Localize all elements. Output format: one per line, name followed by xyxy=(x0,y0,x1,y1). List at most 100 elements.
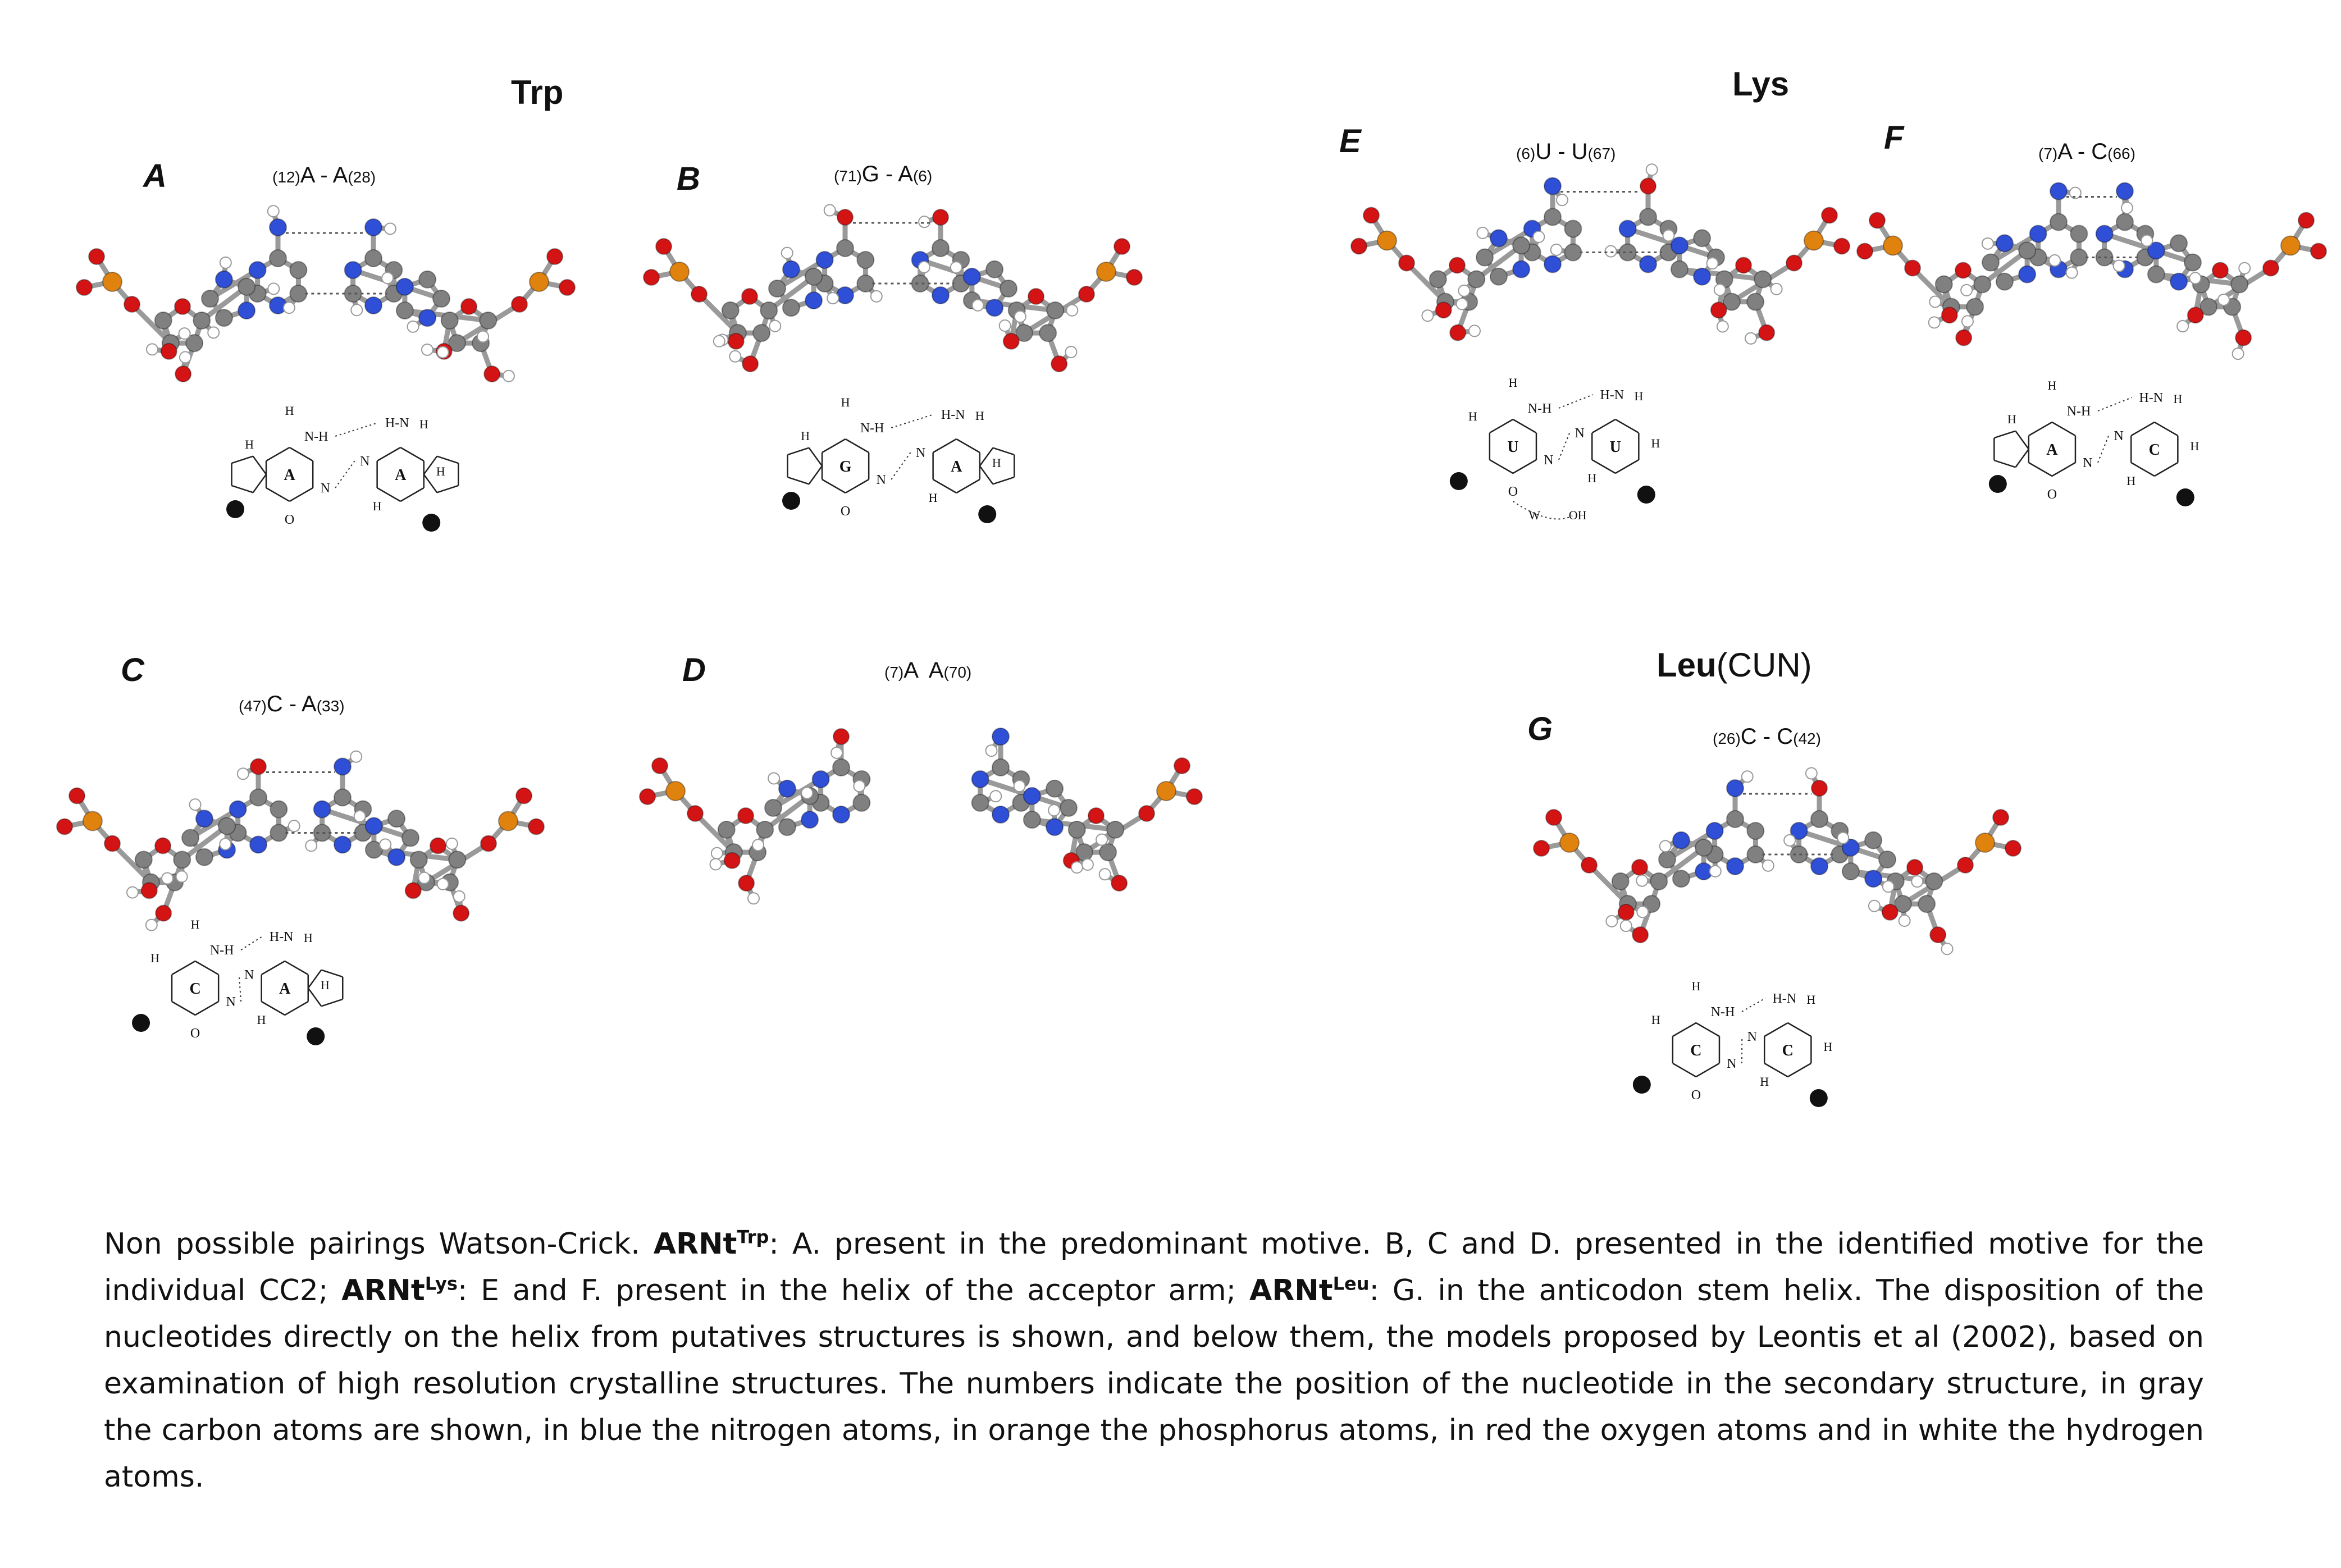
atom-c xyxy=(752,324,771,342)
atom-c xyxy=(836,239,854,257)
ring-bond xyxy=(231,484,253,493)
atom-h xyxy=(1458,284,1471,297)
atom-label: H xyxy=(1806,993,1815,1007)
atom-c xyxy=(1476,248,1494,267)
ring-bond xyxy=(1489,418,1514,434)
atom-o xyxy=(741,288,758,305)
bond xyxy=(770,776,824,811)
atom-h xyxy=(1960,284,1973,296)
atom-c xyxy=(2230,275,2249,294)
atom-label: H-N xyxy=(1772,991,1796,1006)
ring-bond xyxy=(377,487,401,502)
atom-c xyxy=(249,788,267,807)
atom-c xyxy=(1995,272,2014,291)
atom-label: H xyxy=(1691,979,1700,993)
atom-c xyxy=(181,829,199,847)
atom-o xyxy=(2262,259,2279,277)
caption-part-2: : A. present in the predominant motive. … xyxy=(104,1227,2205,1308)
molecule-3d-e xyxy=(1350,163,1850,345)
atom-h xyxy=(1455,298,1468,310)
pair-label-d: (7)A A(70) xyxy=(884,658,971,683)
atom-h xyxy=(713,335,725,348)
caption-arnt-lys: ARNtLys xyxy=(341,1274,458,1308)
bond xyxy=(762,793,813,833)
atom-h xyxy=(445,837,458,850)
ring-bond xyxy=(266,446,290,462)
ring-bond xyxy=(2051,461,2076,477)
atom-p xyxy=(529,272,549,292)
atom-o xyxy=(639,788,656,805)
atom-n xyxy=(313,800,331,819)
atom-h xyxy=(1713,284,1726,296)
sugar-attachment-dot xyxy=(307,1027,325,1045)
atom-n xyxy=(1489,229,1508,248)
atom-c xyxy=(215,309,233,327)
atom-h xyxy=(2232,348,2244,360)
atom-h xyxy=(161,872,174,885)
atom-o xyxy=(1051,355,1068,373)
atom-c xyxy=(911,275,929,292)
atom-h xyxy=(1014,310,1026,323)
atom-h xyxy=(236,767,249,780)
pair-label-g: (26)C - C(42) xyxy=(1713,724,1821,749)
atom-n xyxy=(985,299,1004,317)
atom-o xyxy=(1631,859,1648,876)
atom-o xyxy=(687,805,704,822)
atom-h xyxy=(870,290,883,303)
ring-bond xyxy=(307,988,322,1007)
atom-label: H xyxy=(191,917,200,931)
atom-c xyxy=(193,311,211,330)
atom-o xyxy=(460,298,477,315)
sugar-attachment-dot xyxy=(422,514,441,532)
atom-o xyxy=(1786,254,1802,272)
atom-o xyxy=(1533,840,1550,857)
panel-letter-g: G xyxy=(1527,711,1553,747)
atom-h xyxy=(752,839,765,852)
atom-c xyxy=(269,249,287,267)
atom-n xyxy=(2095,225,2114,243)
ring-bond xyxy=(822,438,846,454)
atom-h xyxy=(1716,320,1729,333)
pair-e-base2: U xyxy=(1571,139,1588,164)
pair-a-base1: A xyxy=(300,163,314,188)
atom-o xyxy=(1002,332,1020,350)
atom-c xyxy=(768,280,786,298)
ring-bond xyxy=(979,447,994,467)
atom-c xyxy=(756,820,774,839)
atom-h xyxy=(350,304,363,317)
atom-label: H xyxy=(2173,392,2182,406)
atom-o xyxy=(651,757,668,774)
atom-h xyxy=(1911,875,1924,888)
atom-o xyxy=(1856,243,1873,260)
atom-h xyxy=(1783,834,1796,847)
ring-bond xyxy=(992,447,1015,456)
atom-label: O xyxy=(285,513,294,527)
ring-bond xyxy=(1489,459,1514,474)
atom-o xyxy=(1126,269,1143,286)
atom-c xyxy=(1746,822,1765,840)
bond xyxy=(766,274,816,313)
atom-c xyxy=(2147,265,2165,284)
pair-c-base1: C xyxy=(266,692,283,716)
atom-label: H xyxy=(1760,1075,1769,1089)
atom-c xyxy=(1429,270,1447,289)
panel-letter-d: D xyxy=(682,652,706,688)
pair-label-f: (7)A - C(66) xyxy=(2038,139,2135,164)
atom-o xyxy=(124,296,140,313)
pair-g-base2: C xyxy=(1777,724,1794,749)
ring-bond xyxy=(1615,418,1639,434)
atom-h xyxy=(823,204,836,217)
atom-label: H xyxy=(419,417,428,431)
atom-o xyxy=(1881,903,1899,921)
atom-c xyxy=(1878,851,1896,868)
panel-letter-b: B xyxy=(677,161,700,197)
ring-bond xyxy=(436,455,459,464)
atom-label: U xyxy=(1610,438,1621,456)
atom-h xyxy=(2189,272,2202,285)
atom-p xyxy=(1377,230,1397,251)
atom-c xyxy=(1982,253,2000,272)
atom-h xyxy=(1081,858,1094,871)
atom-label: O xyxy=(1691,1088,1701,1103)
atom-o xyxy=(1174,757,1190,774)
atom-c xyxy=(1966,298,1984,316)
